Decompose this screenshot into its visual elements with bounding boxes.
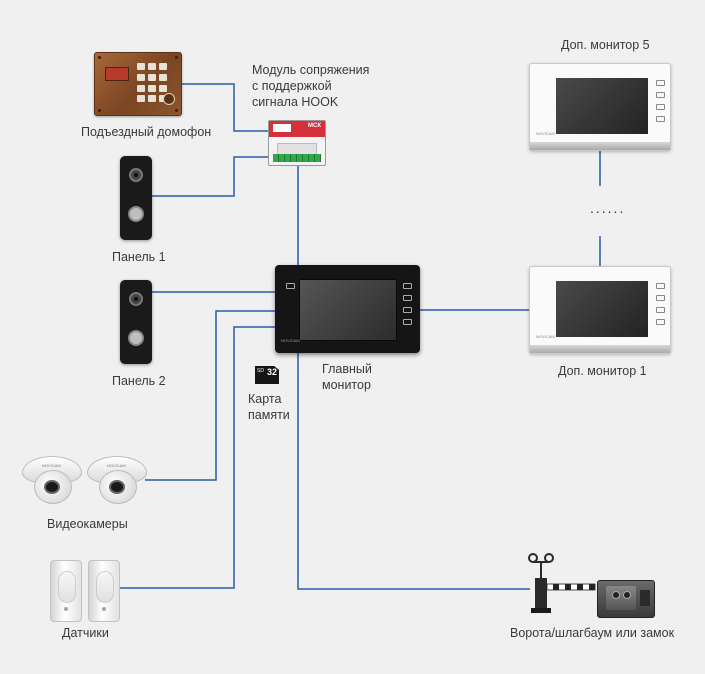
sensor-2	[88, 560, 120, 622]
wire-main-gate	[297, 353, 530, 590]
dome-camera-2: NOVICAM	[87, 450, 147, 508]
intercom-display	[105, 67, 129, 81]
wire-sensors-main	[120, 326, 275, 589]
label-interface-module-1: Модуль сопряжения	[252, 63, 370, 77]
label-gate-lock: Ворота/шлагбаум или замок	[510, 626, 675, 640]
sd-mark: SD	[257, 368, 264, 374]
main-monitor-brand: NOVICAM	[281, 338, 300, 343]
dome-camera-1: NOVICAM	[22, 450, 82, 508]
wire-cameras-main	[145, 310, 275, 481]
label-interface-module-2: с поддержкой	[252, 79, 332, 93]
main-monitor-screen	[299, 279, 397, 341]
panel-camera-icon	[129, 168, 143, 182]
monitor-icon	[656, 283, 665, 289]
monitor-icon	[656, 104, 665, 110]
wire-panel1-module	[152, 156, 268, 197]
sensor-1	[50, 560, 82, 622]
monitor-icon	[286, 283, 295, 289]
label-add-monitor-1: Доп. монитор 1	[558, 364, 647, 378]
entrance-intercom	[94, 52, 182, 116]
call-panel-2	[120, 280, 152, 364]
panel-call-button-icon	[128, 330, 144, 346]
camera-brand: NOVICAM	[107, 463, 126, 468]
monitor-icon	[403, 319, 412, 325]
label-interface-module-3: сигнала HOOK	[252, 95, 339, 109]
interface-module: МСК	[268, 120, 326, 166]
memory-card-icon: SD 32	[255, 366, 279, 384]
monitor-icon	[656, 80, 665, 86]
barrier-gate-icon	[528, 553, 596, 613]
add-monitor-screen	[556, 281, 648, 337]
camera-brand: NOVICAM	[42, 463, 61, 468]
label-panel-2: Панель 2	[112, 374, 166, 388]
monitor-icon	[403, 307, 412, 313]
camera-lens-icon	[109, 480, 125, 494]
panel-camera-icon	[129, 292, 143, 306]
sd-capacity: 32	[266, 367, 277, 377]
monitor-icon	[403, 295, 412, 301]
panel-call-button-icon	[128, 206, 144, 222]
label-add-monitor-5: Доп. монитор 5	[561, 38, 650, 52]
add-monitor-brand: NOVICAM	[536, 131, 555, 136]
module-terminal	[273, 154, 321, 162]
intercom-speaker-icon	[163, 93, 175, 105]
wire-intercom-module	[180, 83, 268, 132]
lock-icon	[597, 580, 655, 618]
monitor-icon	[656, 116, 665, 122]
add-monitor-brand: NOVICAM	[536, 334, 555, 339]
add-monitor-screen	[556, 78, 648, 134]
monitor-icon	[656, 92, 665, 98]
module-brand: МСК	[308, 123, 321, 129]
label-main-monitor-1: Главный	[322, 362, 372, 376]
label-entrance-intercom: Подъездный домофон	[81, 125, 212, 139]
additional-monitor-5: NOVICAM	[529, 63, 671, 151]
label-memory-card-1: Карта	[248, 392, 282, 406]
label-cameras: Видеокамеры	[47, 517, 128, 531]
label-sensors: Датчики	[62, 626, 109, 640]
additional-monitor-1: NOVICAM	[529, 266, 671, 354]
label-main-monitor-2: монитор	[322, 378, 371, 392]
monitor-icon	[656, 319, 665, 325]
call-panel-1	[120, 156, 152, 240]
label-memory-card-2: памяти	[248, 408, 290, 422]
main-monitor: NOVICAM	[275, 265, 420, 353]
label-panel-1: Панель 1	[112, 250, 166, 264]
monitor-icon	[403, 283, 412, 289]
monitor-icon	[656, 307, 665, 313]
ellipsis: ......	[590, 200, 626, 216]
monitor-icon	[656, 295, 665, 301]
camera-lens-icon	[44, 480, 60, 494]
